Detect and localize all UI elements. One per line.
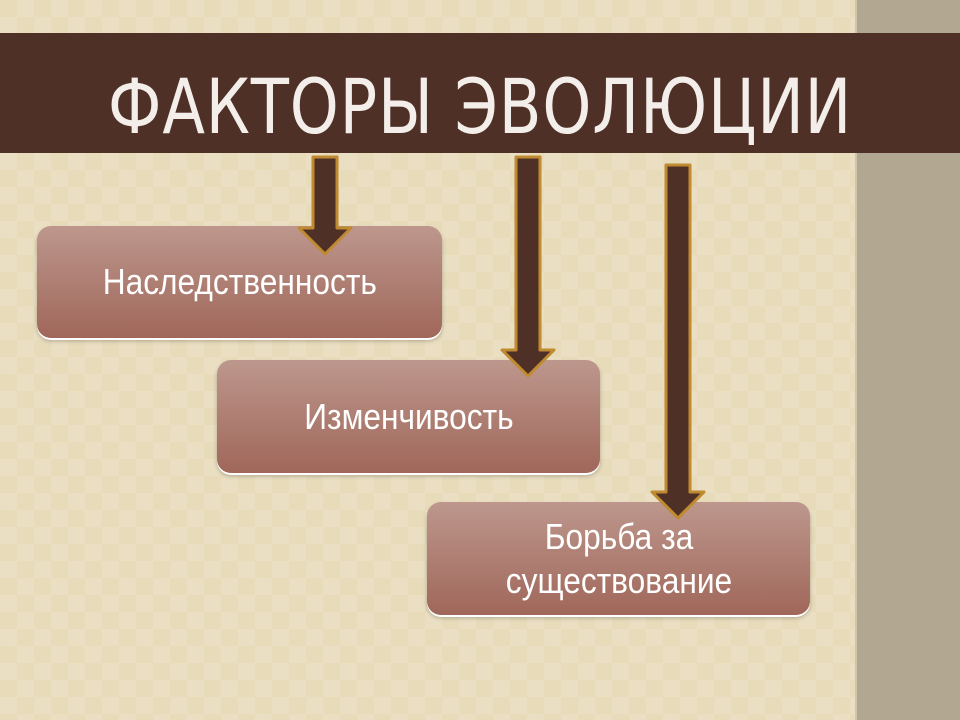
- title-banner: [0, 33, 960, 153]
- factor-label: Наследственность: [102, 261, 377, 302]
- arrow-down-icon: [500, 155, 556, 378]
- side-strip-divider: [855, 0, 857, 720]
- factor-box-variability: Изменчивость: [217, 360, 600, 473]
- factor-box-struggle: Борьба за существование: [427, 502, 810, 615]
- slide-title: ФАКТОРЫ ЭВОЛЮЦИИ: [107, 62, 853, 151]
- factor-box-heredity: Наследственность: [37, 226, 442, 338]
- arrow-down-icon: [297, 155, 353, 256]
- factor-label: Борьба за существование: [505, 515, 732, 601]
- arrow-down-icon: [650, 163, 706, 520]
- factor-label: Изменчивость: [303, 395, 514, 437]
